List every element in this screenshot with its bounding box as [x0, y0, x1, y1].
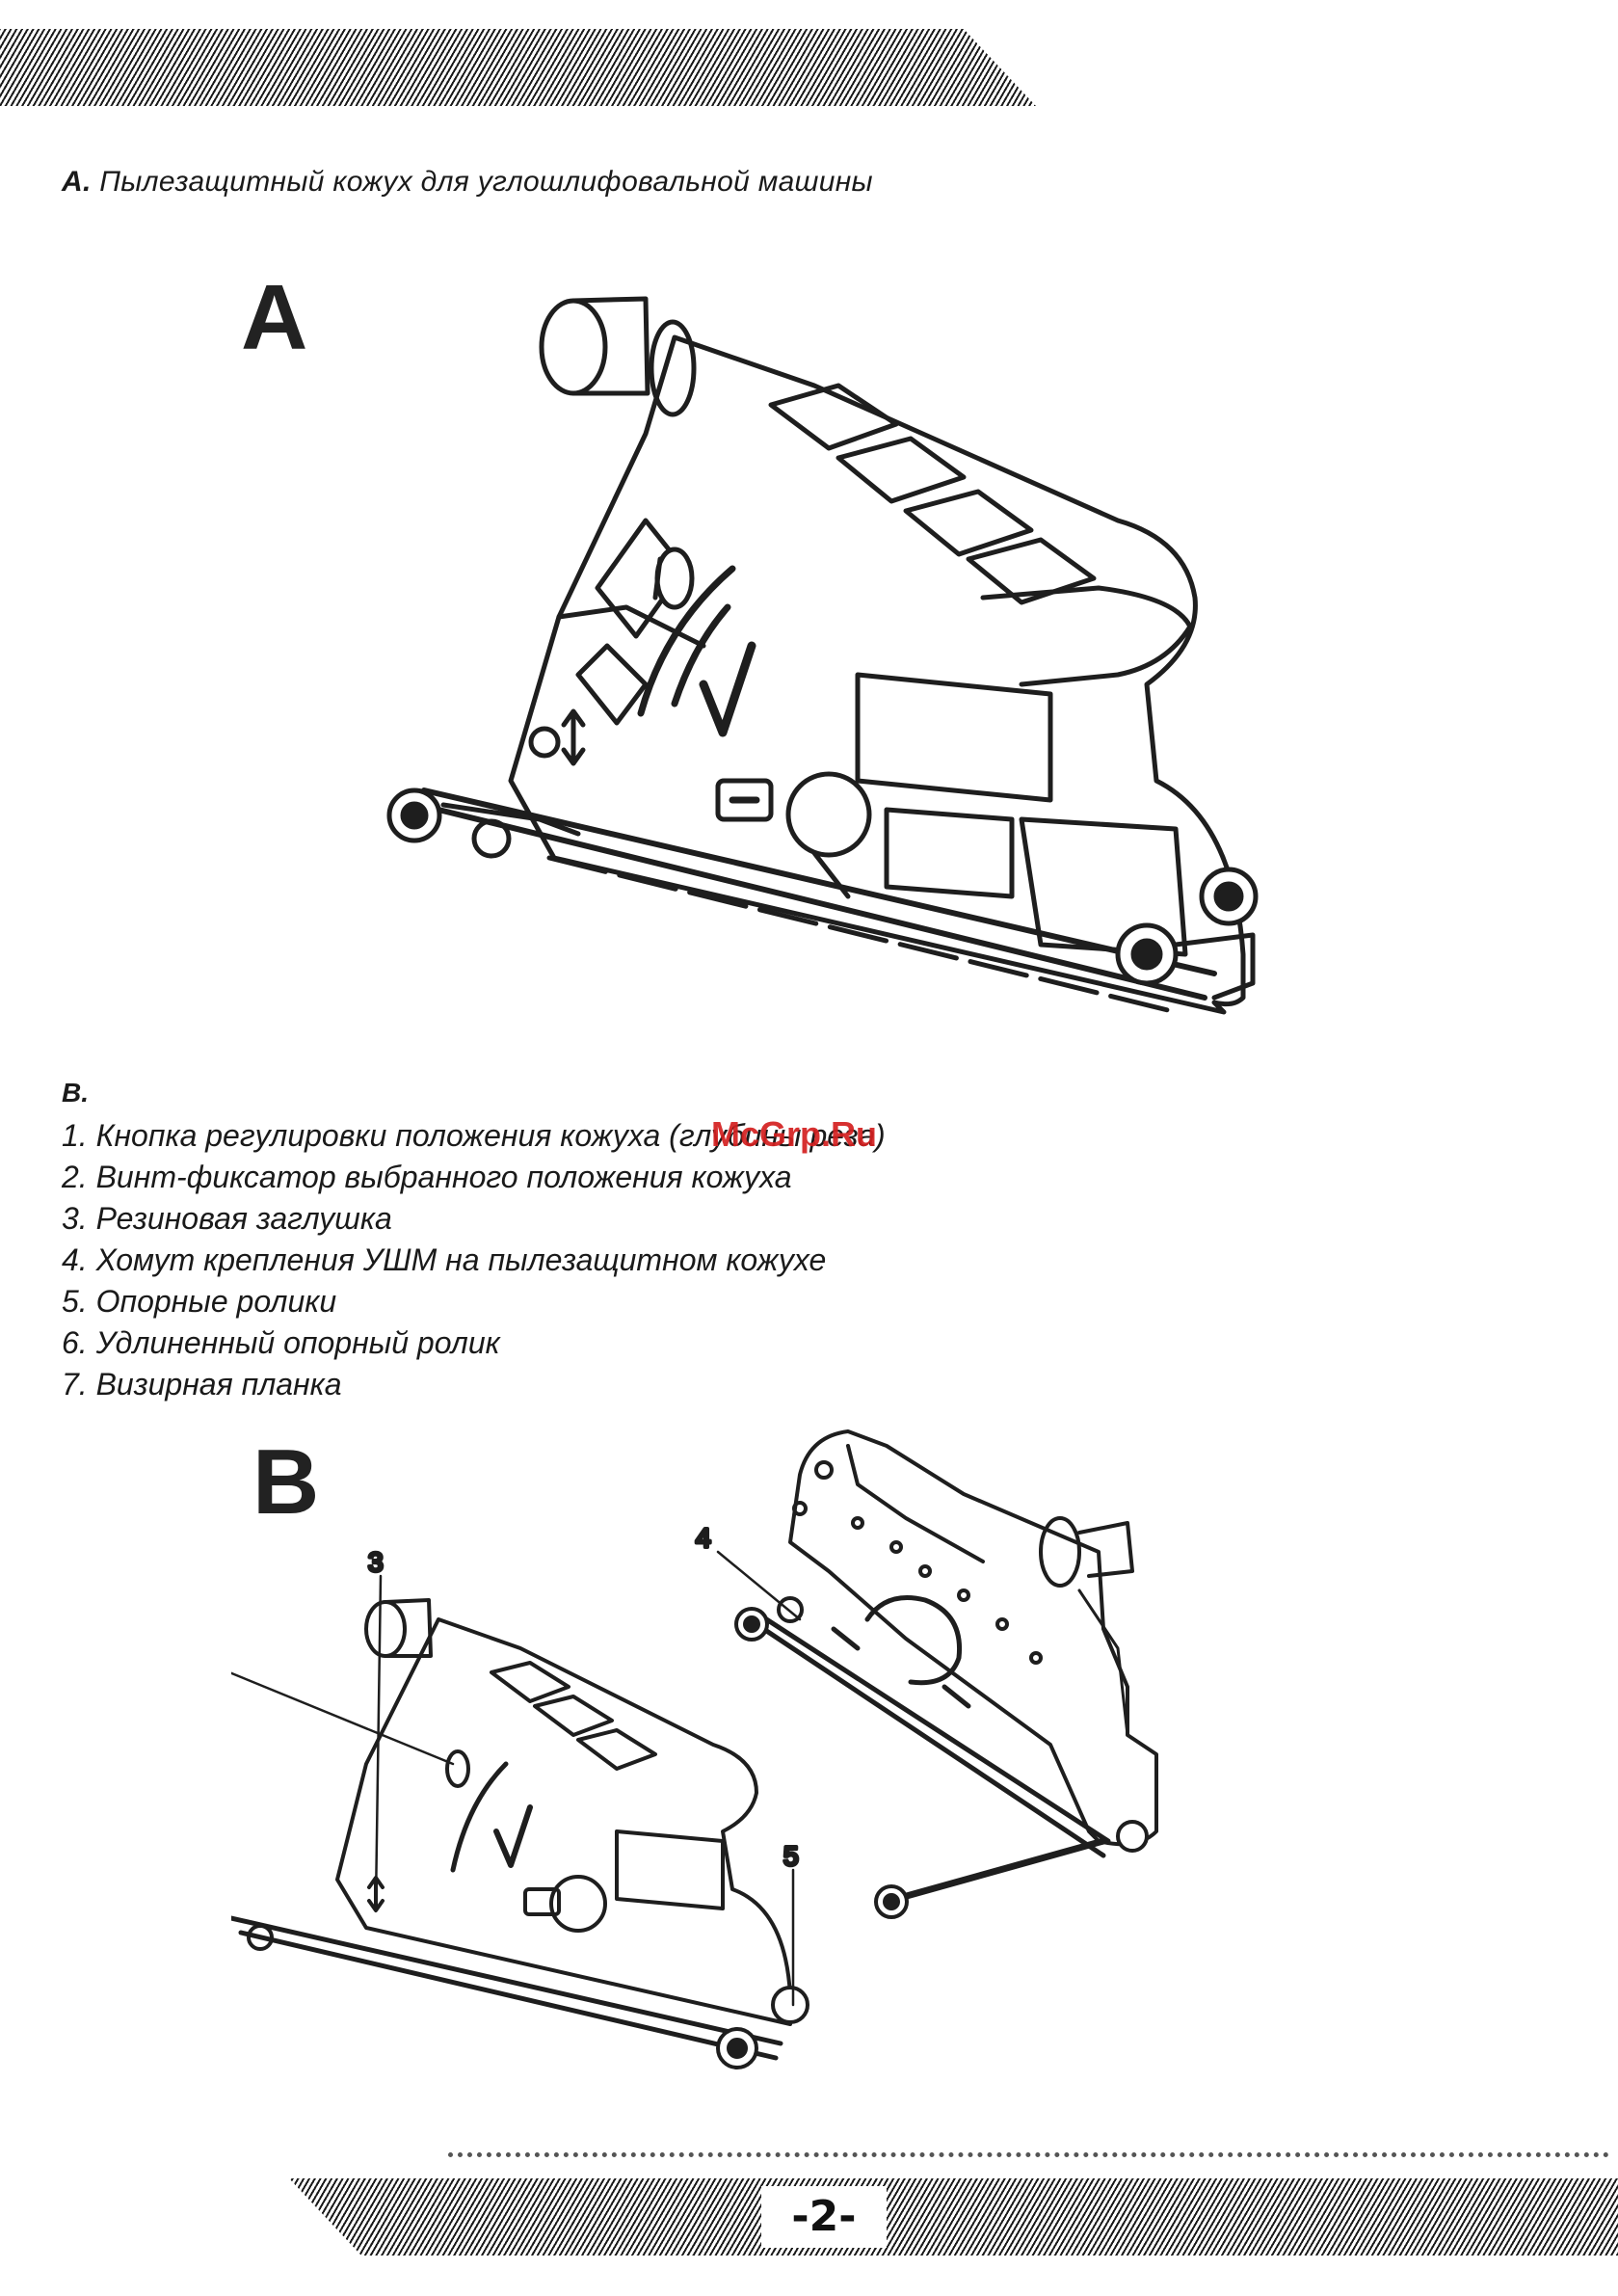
figure-b-front-view	[231, 1598, 809, 2069]
section-a-title: Пылезащитный кожух для углошлифовальной …	[99, 166, 873, 198]
legend-item: 6. Удлиненный опорный ролик	[62, 1325, 500, 1360]
figure-b-shroud-views: 1 2 3 4 5	[231, 1429, 1158, 2069]
watermark-text: McGrp.Ru	[711, 1114, 878, 1154]
figure-a-letter: A	[241, 266, 308, 369]
callout-4: 4	[696, 1523, 711, 1553]
callout-5: 5	[783, 1841, 799, 1871]
figure-b-rear-view	[734, 1429, 1158, 1919]
legend-list: 1. Кнопка регулировки положения кожуха (…	[62, 1115, 886, 1405]
figure-a-dust-shroud	[386, 296, 1259, 1015]
page-number: -2-	[761, 2186, 887, 2248]
figure-b-callout-lines	[231, 1550, 802, 2007]
legend-item: 5. Опорные ролики	[62, 1284, 337, 1319]
figure-b-letter: B	[252, 1430, 320, 1534]
legend-item: 2. Винт-фиксатор выбранного положения ко…	[62, 1160, 792, 1194]
section-a-heading: A. Пылезащитный кожух для углошлифовальн…	[62, 166, 873, 199]
section-a-prefix: A.	[62, 166, 92, 198]
legend-item: 3. Резиновая заглушка	[62, 1201, 392, 1236]
legend-title: B.	[62, 1078, 89, 1108]
legend-item: 4. Хомут крепления УШМ на пылезащитном к…	[62, 1242, 827, 1277]
legend-item: 7. Визирная планка	[62, 1367, 342, 1402]
footer-hatch-band	[289, 2178, 1618, 2256]
parts-legend: B. 1. Кнопка регулировки положения кожух…	[62, 1072, 886, 1405]
callout-3: 3	[368, 1547, 384, 1577]
header-hatch-band	[0, 29, 1036, 106]
footer-dotted-rule	[448, 2152, 1609, 2157]
legend-item: 1. Кнопка регулировки положения кожуха (…	[62, 1118, 886, 1153]
